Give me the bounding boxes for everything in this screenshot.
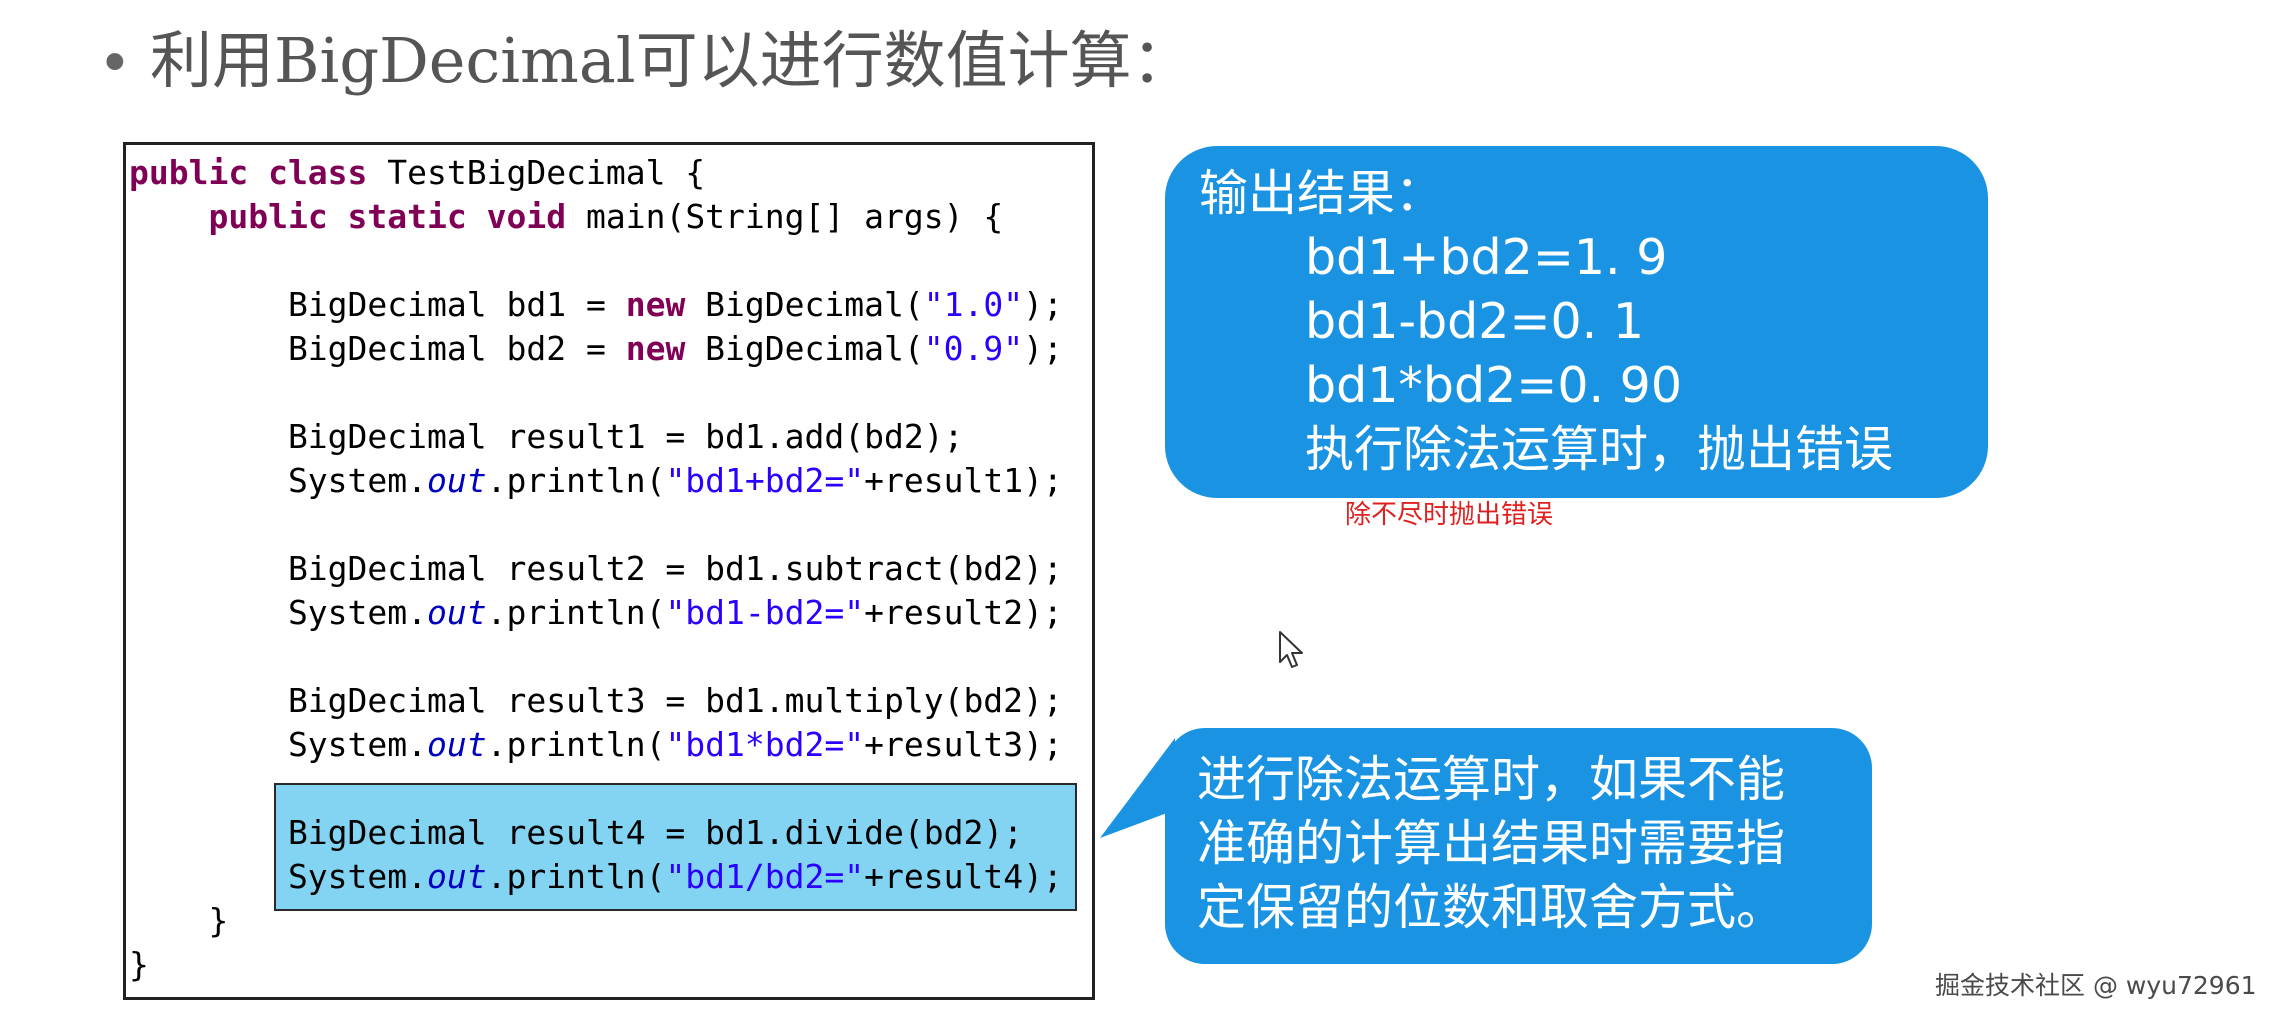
- code-token: [129, 197, 208, 236]
- code-token: out: [427, 857, 487, 896]
- code-line: BigDecimal result4 = bd1.divide(bd2);: [129, 811, 1023, 855]
- code-token: BigDecimal(: [685, 285, 924, 324]
- code-line: public class TestBigDecimal {: [129, 151, 705, 195]
- output-line-multiply: bd1*bd2=0. 90: [1305, 357, 1682, 414]
- code-token: "bd1-bd2=": [665, 593, 865, 632]
- code-line: BigDecimal bd1 = new BigDecimal("1.0");: [129, 283, 1063, 327]
- code-token: BigDecimal result2 = bd1.subtract(bd2);: [129, 549, 1063, 588]
- code-token: +result4);: [864, 857, 1063, 896]
- code-token: TestBigDecimal {: [367, 153, 706, 192]
- code-token: +result3);: [864, 725, 1063, 764]
- code-token: }: [129, 945, 149, 984]
- code-line: BigDecimal bd2 = new BigDecimal("0.9");: [129, 327, 1063, 371]
- output-line-subtract: bd1-bd2=0. 1: [1305, 293, 1645, 350]
- slide-title: • 利用BigDecimal可以进行数值计算：: [104, 24, 1194, 99]
- code-token: public class: [129, 153, 368, 192]
- watermark: 掘金技术社区 @ wyu72961: [1935, 971, 2257, 1000]
- code-token: .println(: [486, 593, 666, 632]
- code-token: }: [129, 901, 229, 940]
- output-heading: 输出结果：: [1199, 165, 1445, 222]
- note-line-3: 定保留的位数和取舍方式。: [1197, 879, 1786, 936]
- code-token: "bd1+bd2=": [665, 461, 865, 500]
- code-token: .println(: [486, 857, 666, 896]
- code-token: BigDecimal bd2 =: [129, 329, 626, 368]
- code-token: BigDecimal result3 = bd1.multiply(bd2);: [129, 681, 1063, 720]
- code-token: new: [625, 329, 686, 368]
- bullet-point: •: [104, 27, 126, 96]
- mouse-pointer-icon: [1279, 631, 1303, 668]
- code-token: public static void: [208, 197, 567, 236]
- code-line: BigDecimal result3 = bd1.multiply(bd2);: [129, 679, 1063, 723]
- code-line: BigDecimal result1 = bd1.add(bd2);: [129, 415, 964, 459]
- code-line: System.out.println("bd1+bd2="+result1);: [129, 459, 1063, 503]
- code-token: );: [1023, 329, 1063, 368]
- code-token: BigDecimal bd1 =: [129, 285, 626, 324]
- slide-title-text: 利用BigDecimal可以进行数值计算：: [150, 24, 1194, 97]
- code-token: "1.0": [923, 285, 1024, 324]
- code-token: );: [1023, 285, 1063, 324]
- code-token: main(String[] args) {: [566, 197, 1004, 236]
- code-token: +result1);: [864, 461, 1063, 500]
- output-line-add: bd1+bd2=1. 9: [1305, 229, 1668, 286]
- note-line-2: 准确的计算出结果时需要指: [1197, 815, 1786, 872]
- code-token: System.: [129, 725, 428, 764]
- code-token: .println(: [486, 461, 666, 500]
- code-token: BigDecimal(: [685, 329, 924, 368]
- code-line: System.out.println("bd1/bd2="+result4);: [129, 855, 1063, 899]
- note-line-1: 进行除法运算时，如果不能: [1197, 751, 1786, 808]
- code-token: System.: [129, 461, 428, 500]
- code-line: System.out.println("bd1*bd2="+result3);: [129, 723, 1063, 767]
- code-line: }: [129, 899, 228, 943]
- note-bubble: 进行除法运算时，如果不能 准确的计算出结果时需要指 定保留的位数和取舍方式。: [1165, 728, 1872, 964]
- code-line: System.out.println("bd1-bd2="+result2);: [129, 591, 1063, 635]
- output-bubble: 输出结果： bd1+bd2=1. 9 bd1-bd2=0. 1 bd1*bd2=…: [1165, 146, 1988, 498]
- code-token: BigDecimal result4 = bd1.divide(bd2);: [129, 813, 1024, 852]
- note-bubble-tail: [1100, 738, 1175, 838]
- code-token: out: [427, 593, 487, 632]
- code-token: System.: [129, 857, 428, 896]
- error-annotation: 除不尽时抛出错误: [1345, 500, 1554, 530]
- code-line: public static void main(String[] args) {: [129, 195, 1003, 239]
- code-token: .println(: [486, 725, 666, 764]
- code-highlight: [274, 783, 1077, 911]
- code-token: new: [625, 285, 686, 324]
- code-token: "bd1*bd2=": [665, 725, 865, 764]
- code-listing: public class TestBigDecimal { public sta…: [123, 142, 1095, 1000]
- code-line: BigDecimal result2 = bd1.subtract(bd2);: [129, 547, 1063, 591]
- code-token: out: [427, 725, 487, 764]
- code-token: +result2);: [864, 593, 1063, 632]
- code-token: out: [427, 461, 487, 500]
- code-token: BigDecimal result1 = bd1.add(bd2);: [129, 417, 964, 456]
- code-token: System.: [129, 593, 428, 632]
- code-line: }: [129, 943, 149, 987]
- code-token: "0.9": [923, 329, 1024, 368]
- code-token: "bd1/bd2=": [665, 857, 865, 896]
- output-line-divide-error: 执行除法运算时，抛出错误: [1305, 421, 1894, 478]
